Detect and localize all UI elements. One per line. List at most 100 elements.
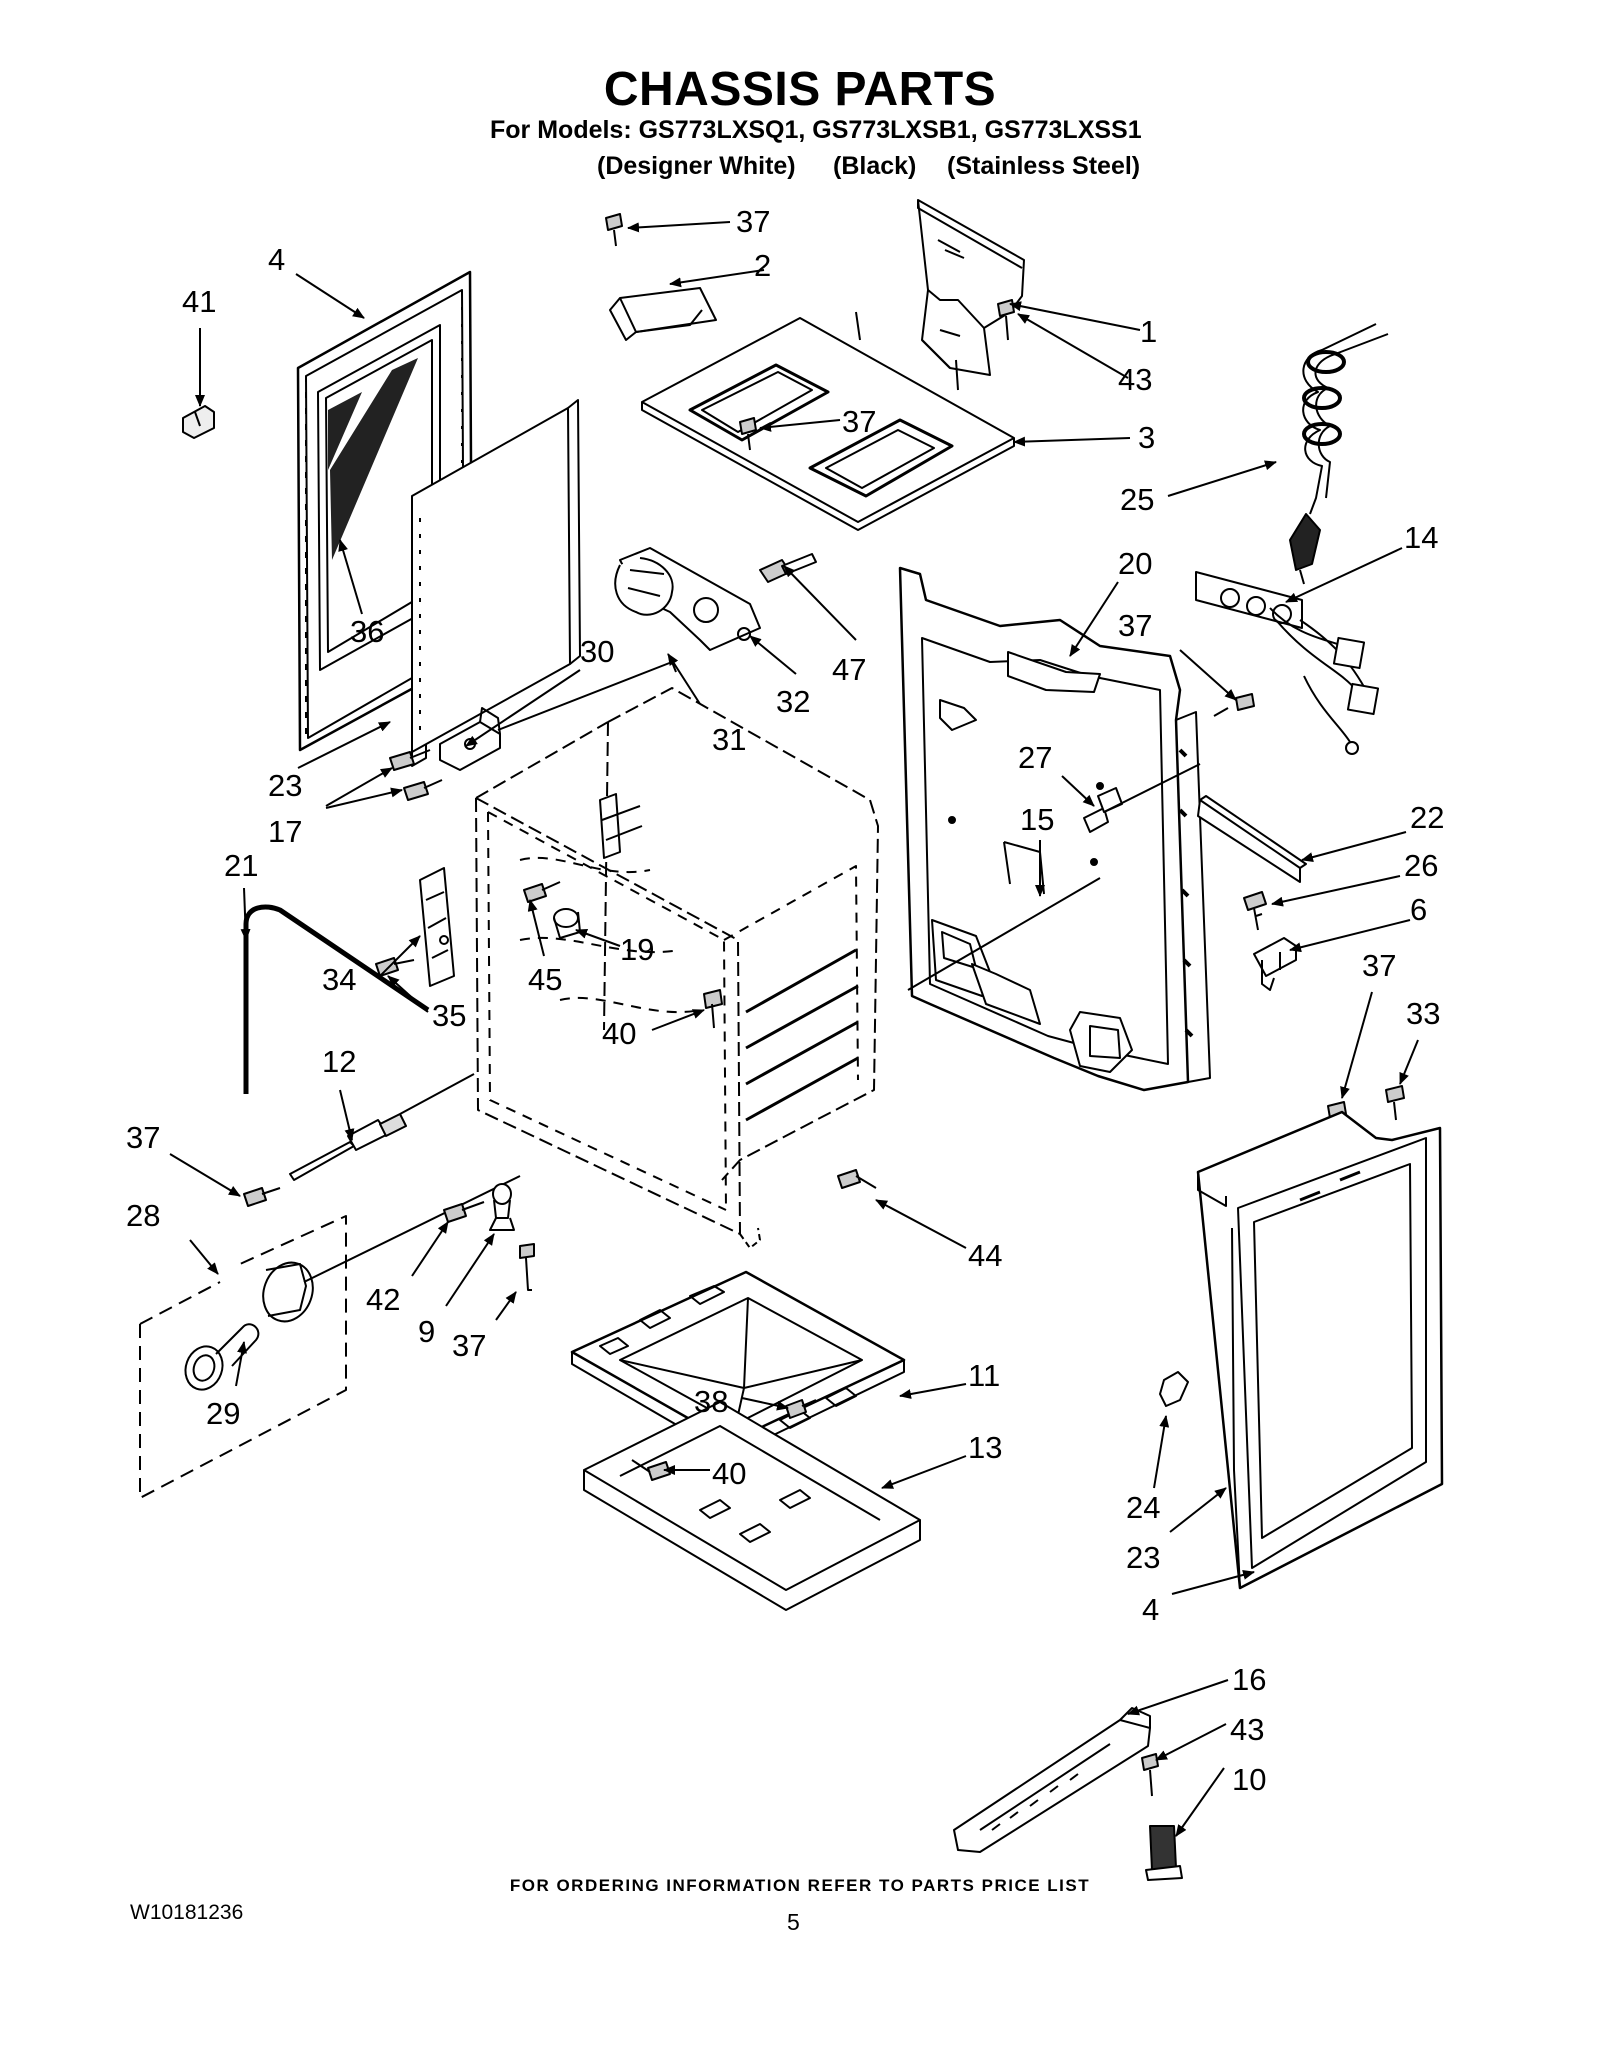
callout-40-lower: 40 bbox=[712, 1456, 746, 1491]
screw-part-37-left bbox=[243, 1187, 281, 1207]
bracket-part-2 bbox=[609, 287, 717, 341]
valve-part-9 bbox=[489, 1183, 515, 1231]
callout-43-lower: 43 bbox=[1230, 1712, 1264, 1747]
screw-part-43-upper bbox=[997, 299, 1015, 341]
rail-part-22 bbox=[1197, 795, 1307, 883]
screw-part-43-lower bbox=[1141, 1753, 1159, 1797]
variant-label-stainless-steel: (Stainless Steel) bbox=[947, 152, 1141, 180]
callout-36: 36 bbox=[350, 614, 384, 649]
bushing-part-19 bbox=[553, 908, 581, 939]
callout-47: 47 bbox=[832, 652, 866, 687]
clip-part-41 bbox=[182, 405, 215, 439]
vent-duct-part-1 bbox=[917, 199, 1025, 376]
callout-29: 29 bbox=[206, 1396, 240, 1431]
screw-part-38 bbox=[785, 1399, 817, 1419]
callout-20: 20 bbox=[1118, 546, 1152, 581]
wiring-harness-part-14 bbox=[1195, 571, 1380, 755]
callout-27: 27 bbox=[1018, 740, 1052, 775]
back-panel-part-20 bbox=[898, 566, 1211, 1092]
callout-35: 35 bbox=[432, 998, 466, 1033]
screw-part-42 bbox=[443, 1201, 485, 1223]
callout-11: 11 bbox=[968, 1358, 1000, 1393]
callout-33: 33 bbox=[1406, 996, 1440, 1031]
page-number: 5 bbox=[787, 1909, 800, 1935]
callout-26: 26 bbox=[1404, 848, 1438, 883]
variant-label-designer-white: (Designer White) bbox=[597, 152, 796, 180]
callout-9: 9 bbox=[418, 1314, 435, 1349]
callout-37-middle: 37 bbox=[842, 404, 876, 439]
callout-37-back: 37 bbox=[1118, 608, 1152, 643]
screw-part-40-upper bbox=[703, 989, 723, 1029]
callout-14: 14 bbox=[1404, 520, 1438, 555]
document-number: W10181236 bbox=[130, 1901, 244, 1924]
oven-cavity bbox=[475, 687, 879, 1249]
screw-part-44 bbox=[837, 1169, 877, 1189]
callout-21: 21 bbox=[224, 848, 258, 883]
callout-31: 31 bbox=[712, 722, 746, 757]
screw-part-47 bbox=[759, 553, 817, 583]
callout-40-upper: 40 bbox=[602, 1016, 636, 1051]
regulator-part-32 bbox=[614, 547, 761, 651]
callout-6: 6 bbox=[1410, 892, 1427, 927]
inner-panel-part-36 bbox=[411, 399, 581, 767]
callout-37-right: 37 bbox=[1362, 948, 1396, 983]
models-subtitle: For Models: GS773LXSQ1, GS773LXSB1, GS77… bbox=[490, 116, 1142, 144]
callout-4-right: 4 bbox=[1142, 1592, 1159, 1627]
leader-lines bbox=[169, 221, 1419, 1837]
callout-45: 45 bbox=[528, 962, 562, 997]
clip-part-24 bbox=[1159, 1371, 1189, 1407]
callout-3: 3 bbox=[1138, 420, 1155, 455]
callout-22: 22 bbox=[1410, 800, 1444, 835]
screw-part-33 bbox=[1385, 1085, 1405, 1121]
knob-assembly-box-part-28 bbox=[139, 1175, 521, 1499]
callout-23-right: 23 bbox=[1126, 1540, 1160, 1575]
callout-37-top: 37 bbox=[736, 204, 770, 239]
callout-30: 30 bbox=[580, 634, 614, 669]
gas-line-part-15 bbox=[907, 877, 1101, 991]
callout-44: 44 bbox=[968, 1238, 1002, 1273]
leveling-rail-part-16 bbox=[953, 1707, 1151, 1853]
callout-37-lower: 37 bbox=[452, 1328, 486, 1363]
callout-4-left: 4 bbox=[268, 242, 285, 277]
screw-part-37-lower bbox=[519, 1243, 535, 1291]
callout-42: 42 bbox=[366, 1282, 400, 1317]
callout-2: 2 bbox=[754, 248, 771, 283]
power-cord-part-25 bbox=[1289, 323, 1389, 585]
callout-15: 15 bbox=[1020, 802, 1054, 837]
callout-41: 41 bbox=[182, 284, 216, 319]
screws-part-17 bbox=[389, 749, 443, 801]
screw-part-26 bbox=[1243, 891, 1267, 931]
screw-part-37-middle bbox=[739, 417, 757, 451]
callout-24: 24 bbox=[1126, 1490, 1160, 1525]
bracket-part-6 bbox=[1253, 937, 1297, 991]
callout-19: 19 bbox=[620, 932, 654, 967]
screw-part-37-top bbox=[605, 213, 623, 247]
variant-label-black: (Black) bbox=[833, 152, 917, 180]
fitting-part-27 bbox=[1083, 763, 1201, 833]
callout-28: 28 bbox=[126, 1198, 160, 1233]
bracket-part-34 bbox=[419, 867, 455, 987]
callout-12: 12 bbox=[322, 1044, 356, 1079]
side-panel-right-part-4 bbox=[1196, 1110, 1444, 1590]
callout-23-left: 23 bbox=[268, 768, 302, 803]
igniter-part-12 bbox=[289, 1073, 475, 1181]
callout-labels: 41 4 37 2 1 43 37 3 25 14 36 30 31 32 47… bbox=[126, 204, 1444, 1797]
drawer-part-13 bbox=[583, 1401, 921, 1611]
leveling-leg-part-10 bbox=[1145, 1825, 1183, 1881]
callout-16: 16 bbox=[1232, 1662, 1266, 1697]
callout-13: 13 bbox=[968, 1430, 1002, 1465]
callout-43-upper: 43 bbox=[1118, 362, 1152, 397]
screw-part-45 bbox=[523, 881, 561, 903]
callout-10: 10 bbox=[1232, 1762, 1266, 1797]
callout-38: 38 bbox=[694, 1384, 728, 1419]
callout-37-left: 37 bbox=[126, 1120, 160, 1155]
callout-17: 17 bbox=[268, 814, 302, 849]
screw-part-37-back bbox=[1213, 693, 1255, 717]
callout-1: 1 bbox=[1140, 314, 1157, 349]
callout-25: 25 bbox=[1120, 482, 1154, 517]
callout-34: 34 bbox=[322, 962, 356, 997]
callout-32: 32 bbox=[776, 684, 810, 719]
page-title: CHASSIS PARTS bbox=[603, 63, 997, 116]
ordering-info-note: FOR ORDERING INFORMATION REFER TO PARTS … bbox=[509, 1876, 1091, 1895]
